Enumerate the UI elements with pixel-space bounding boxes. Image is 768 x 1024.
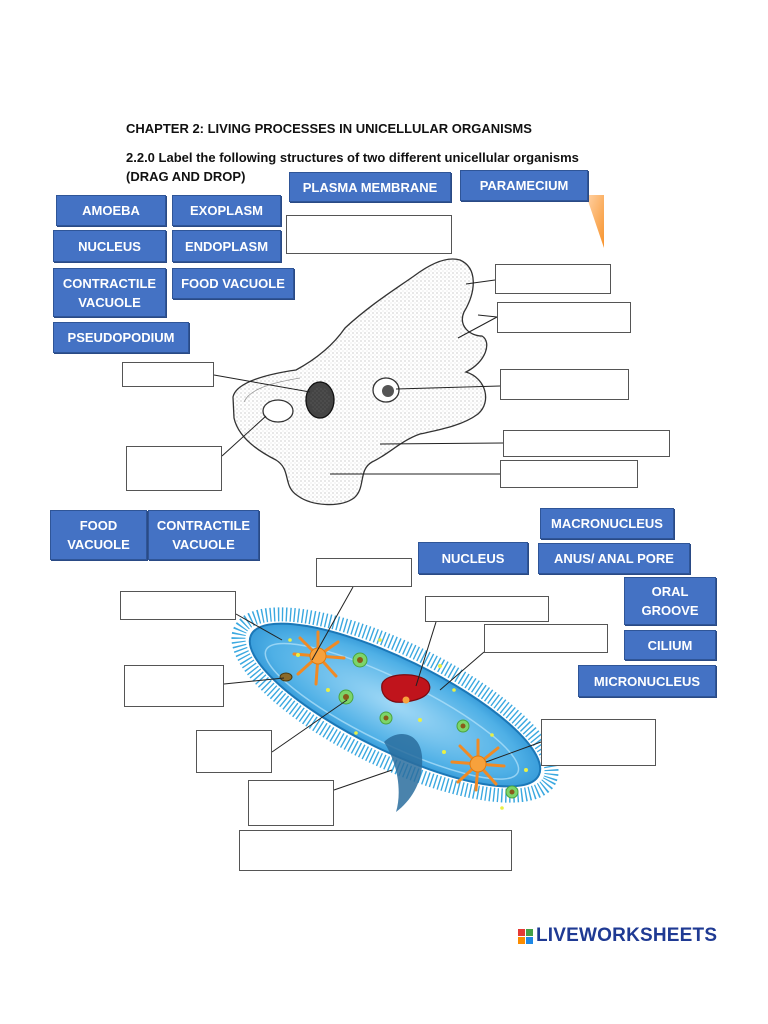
drop-box[interactable] bbox=[120, 591, 236, 620]
instruction-line-1: 2.2.0 Label the following structures of … bbox=[126, 150, 579, 165]
micronucleus bbox=[402, 696, 410, 704]
drop-box[interactable] bbox=[541, 719, 656, 766]
tile-label-line: VACUOLE bbox=[78, 294, 141, 310]
tile-label-line: GROOVE bbox=[641, 603, 699, 618]
drop-box[interactable] bbox=[122, 362, 214, 387]
drop-box[interactable] bbox=[500, 460, 638, 488]
drop-box[interactable] bbox=[196, 730, 272, 773]
drop-box[interactable] bbox=[248, 780, 334, 826]
tile-amoeba[interactable]: AMOEBA bbox=[56, 195, 166, 226]
drop-box[interactable] bbox=[126, 446, 222, 491]
drop-box[interactable] bbox=[484, 624, 608, 653]
tile-oral-groove[interactable]: ORAL GROOVE bbox=[624, 577, 716, 625]
oral-groove bbox=[384, 733, 423, 812]
tile-label-line: CONTRACTILE bbox=[156, 518, 251, 533]
decorative-corner-shape bbox=[586, 195, 604, 248]
tile-cilium[interactable]: CILIUM bbox=[624, 630, 716, 660]
tile-contractile-vacuole-2[interactable]: CONTRACTILE VACUOLE bbox=[148, 510, 259, 560]
logo-text: LIVEWORKSHEETS bbox=[536, 925, 718, 946]
drop-box[interactable] bbox=[124, 665, 224, 707]
tile-contractile-vacuole[interactable]: CONTRACTILE VACUOLE bbox=[53, 268, 166, 317]
tile-paramecium[interactable]: PARAMECIUM bbox=[460, 170, 588, 201]
tile-label-line: VACUOLE bbox=[67, 537, 130, 552]
contractile-vacuole-right bbox=[450, 738, 506, 792]
amoeba-leader-lines bbox=[213, 279, 504, 475]
tile-nucleus[interactable]: NUCLEUS bbox=[53, 230, 166, 262]
tile-label-line: FOOD bbox=[79, 518, 118, 533]
drop-box[interactable] bbox=[495, 264, 611, 294]
chapter-title: CHAPTER 2: LIVING PROCESSES IN UNICELLUL… bbox=[126, 121, 532, 136]
tile-label-line: ORAL bbox=[651, 584, 689, 599]
tile-endoplasm[interactable]: ENDOPLASM bbox=[172, 230, 281, 262]
liveworksheets-logo: LIVEWORKSHEETS bbox=[518, 925, 717, 947]
drop-box[interactable] bbox=[239, 830, 512, 871]
tile-exoplasm[interactable]: EXOPLASM bbox=[172, 195, 281, 226]
instruction-line-2: (DRAG AND DROP) bbox=[126, 169, 246, 184]
anal-pore bbox=[279, 672, 293, 682]
tile-anus-anal-pore[interactable]: ANUS/ ANAL PORE bbox=[538, 543, 690, 574]
paramecium-leader-lines bbox=[223, 586, 542, 791]
tile-food-vacuole[interactable]: FOOD VACUOLE bbox=[172, 268, 294, 299]
tile-plasma-membrane[interactable]: PLASMA MEMBRANE bbox=[289, 172, 451, 202]
drop-box[interactable] bbox=[500, 369, 629, 400]
drop-box[interactable] bbox=[425, 596, 549, 622]
food-vacuoles bbox=[338, 652, 519, 799]
tile-micronucleus[interactable]: MICRONUCLEUS bbox=[578, 665, 716, 697]
drop-box[interactable] bbox=[503, 430, 670, 457]
tile-macronucleus[interactable]: MACRONUCLEUS bbox=[540, 508, 674, 539]
tile-label-line: CONTRACTILE bbox=[62, 275, 157, 291]
drop-box[interactable] bbox=[286, 215, 452, 254]
drop-box[interactable] bbox=[497, 302, 631, 333]
amoeba-drawing bbox=[232, 258, 488, 506]
drop-box[interactable] bbox=[316, 558, 412, 587]
logo-mark-icon bbox=[518, 928, 533, 944]
contractile-vacuole-left bbox=[292, 630, 346, 686]
granules bbox=[288, 638, 528, 810]
tile-label-line: VACUOLE bbox=[172, 537, 235, 552]
tile-food-vacuole-2[interactable]: FOOD VACUOLE bbox=[50, 510, 147, 560]
tile-nucleus-2[interactable]: NUCLEUS bbox=[418, 542, 528, 574]
tile-pseudopodium[interactable]: PSEUDOPODIUM bbox=[53, 322, 189, 353]
